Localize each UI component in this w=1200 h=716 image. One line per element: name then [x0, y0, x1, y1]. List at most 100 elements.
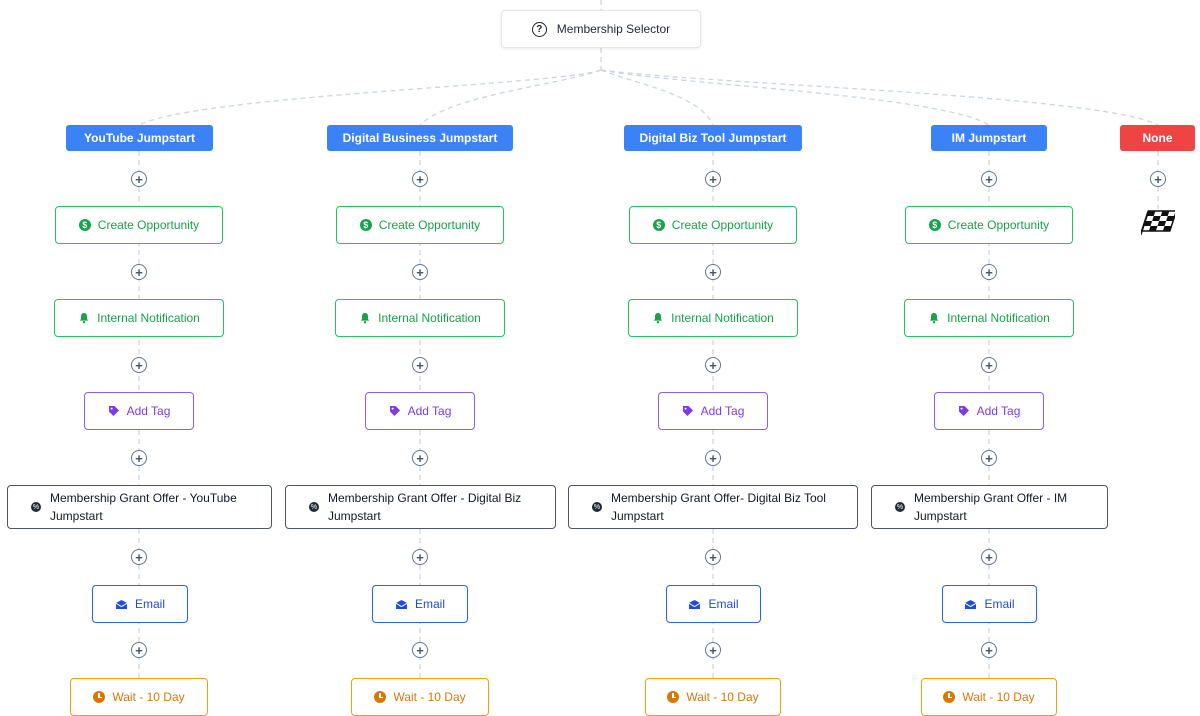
- create-opportunity-node[interactable]: $ Create Opportunity: [336, 206, 504, 244]
- node-label: Add Tag: [700, 404, 745, 418]
- add-step-button[interactable]: +: [981, 549, 997, 565]
- node-label: Wait - 10 Day: [962, 690, 1035, 704]
- add-step-button[interactable]: +: [412, 549, 428, 565]
- node-label: Internal Notification: [378, 311, 481, 325]
- add-step-button[interactable]: +: [412, 357, 428, 373]
- email-node[interactable]: Email: [372, 585, 468, 623]
- membership-grant-offer-node[interactable]: % Membership Grant Offer - IM Jumpstart: [871, 485, 1108, 529]
- membership-grant-offer-node[interactable]: % Membership Grant Offer- Digital Biz To…: [568, 485, 858, 529]
- plus-icon: +: [416, 450, 424, 466]
- node-label: Add Tag: [126, 404, 171, 418]
- tag-icon: [958, 406, 969, 416]
- node-label: Add Tag: [976, 404, 1021, 418]
- wait-node[interactable]: Wait - 10 Day: [645, 678, 781, 716]
- add-step-button[interactable]: +: [1150, 171, 1166, 187]
- internal-notification-node[interactable]: Internal Notification: [628, 299, 798, 337]
- plus-icon: +: [709, 549, 717, 565]
- tag-icon: [108, 406, 119, 416]
- email-node[interactable]: Email: [92, 585, 188, 623]
- dollar-circle-icon: $: [78, 219, 91, 231]
- add-tag-node[interactable]: Add Tag: [658, 392, 768, 430]
- plus-icon: +: [985, 549, 993, 565]
- branch-digital-business-jumpstart[interactable]: Digital Business Jumpstart: [327, 125, 513, 151]
- label-line-1: Membership Grant Offer- Digital Biz Tool: [611, 491, 826, 505]
- internal-notification-node[interactable]: Internal Notification: [904, 299, 1074, 337]
- add-step-button[interactable]: +: [705, 264, 721, 280]
- add-step-button[interactable]: +: [705, 549, 721, 565]
- clock-icon: [943, 691, 956, 703]
- internal-notification-node[interactable]: Internal Notification: [335, 299, 505, 337]
- add-step-button[interactable]: +: [981, 642, 997, 658]
- node-label: Create Opportunity: [671, 218, 774, 232]
- plus-icon: +: [985, 264, 993, 280]
- add-step-button[interactable]: +: [705, 171, 721, 187]
- plus-icon: +: [416, 171, 424, 187]
- label-line-1: Membership Grant Offer - IM: [914, 491, 1068, 505]
- wait-node[interactable]: Wait - 10 Day: [351, 678, 489, 716]
- question-circle-icon: ?: [531, 21, 547, 37]
- add-step-button[interactable]: +: [412, 171, 428, 187]
- envelope-icon: [965, 599, 977, 609]
- add-tag-node[interactable]: Add Tag: [934, 392, 1044, 430]
- envelope-icon: [395, 599, 408, 609]
- add-step-button[interactable]: +: [981, 171, 997, 187]
- bell-icon: [653, 313, 663, 324]
- membership-selector-node[interactable]: ? Membership Selector: [501, 10, 701, 48]
- create-opportunity-node[interactable]: $ Create Opportunity: [55, 206, 223, 244]
- add-step-button[interactable]: +: [705, 642, 721, 658]
- add-step-button[interactable]: +: [131, 357, 147, 373]
- wait-node[interactable]: Wait - 10 Day: [921, 678, 1057, 716]
- add-tag-node[interactable]: Add Tag: [365, 392, 475, 430]
- email-node[interactable]: Email: [666, 585, 761, 623]
- add-step-button[interactable]: +: [981, 450, 997, 466]
- node-label: Create Opportunity: [947, 218, 1050, 232]
- branch-label: None: [1142, 131, 1173, 145]
- add-step-button[interactable]: +: [131, 642, 147, 658]
- add-step-button[interactable]: +: [705, 450, 721, 466]
- bell-icon: [360, 313, 370, 324]
- plus-icon: +: [135, 171, 143, 187]
- node-label: Add Tag: [407, 404, 452, 418]
- plus-icon: +: [135, 549, 143, 565]
- internal-notification-node[interactable]: Internal Notification: [54, 299, 224, 337]
- add-step-button[interactable]: +: [412, 450, 428, 466]
- add-step-button[interactable]: +: [412, 264, 428, 280]
- node-label: Email: [984, 597, 1015, 611]
- create-opportunity-node[interactable]: $ Create Opportunity: [629, 206, 797, 244]
- label-line-2: Jumpstart: [611, 509, 664, 523]
- create-opportunity-node[interactable]: $ Create Opportunity: [905, 206, 1073, 244]
- add-step-button[interactable]: +: [705, 357, 721, 373]
- wait-node[interactable]: Wait - 10 Day: [70, 678, 208, 716]
- plus-icon: +: [1154, 171, 1162, 187]
- node-label: Internal Notification: [947, 311, 1050, 325]
- clock-icon: [667, 691, 680, 703]
- add-step-button[interactable]: +: [131, 549, 147, 565]
- add-step-button[interactable]: +: [131, 171, 147, 187]
- envelope-icon: [689, 599, 701, 609]
- node-label: Wait - 10 Day: [686, 690, 759, 704]
- email-node[interactable]: Email: [942, 585, 1037, 623]
- node-label: Wait - 10 Day: [112, 690, 185, 704]
- add-step-button[interactable]: +: [981, 357, 997, 373]
- branch-youtube-jumpstart[interactable]: YouTube Jumpstart: [66, 125, 213, 151]
- plus-icon: +: [416, 264, 424, 280]
- label-line-2: Jumpstart: [328, 509, 381, 523]
- add-step-button[interactable]: +: [131, 264, 147, 280]
- plus-icon: +: [985, 357, 993, 373]
- branch-none[interactable]: None: [1120, 125, 1195, 151]
- add-step-button[interactable]: +: [412, 642, 428, 658]
- add-step-button[interactable]: +: [131, 450, 147, 466]
- branch-digital-biz-tool-jumpstart[interactable]: Digital Biz Tool Jumpstart: [624, 125, 802, 151]
- tag-icon: [682, 406, 693, 416]
- membership-offer-icon: %: [895, 502, 905, 512]
- label-line-2: Jumpstart: [914, 509, 967, 523]
- bell-icon: [929, 313, 939, 324]
- add-tag-node[interactable]: Add Tag: [84, 392, 194, 430]
- plus-icon: +: [709, 642, 717, 658]
- add-step-button[interactable]: +: [981, 264, 997, 280]
- branch-im-jumpstart[interactable]: IM Jumpstart: [931, 125, 1047, 151]
